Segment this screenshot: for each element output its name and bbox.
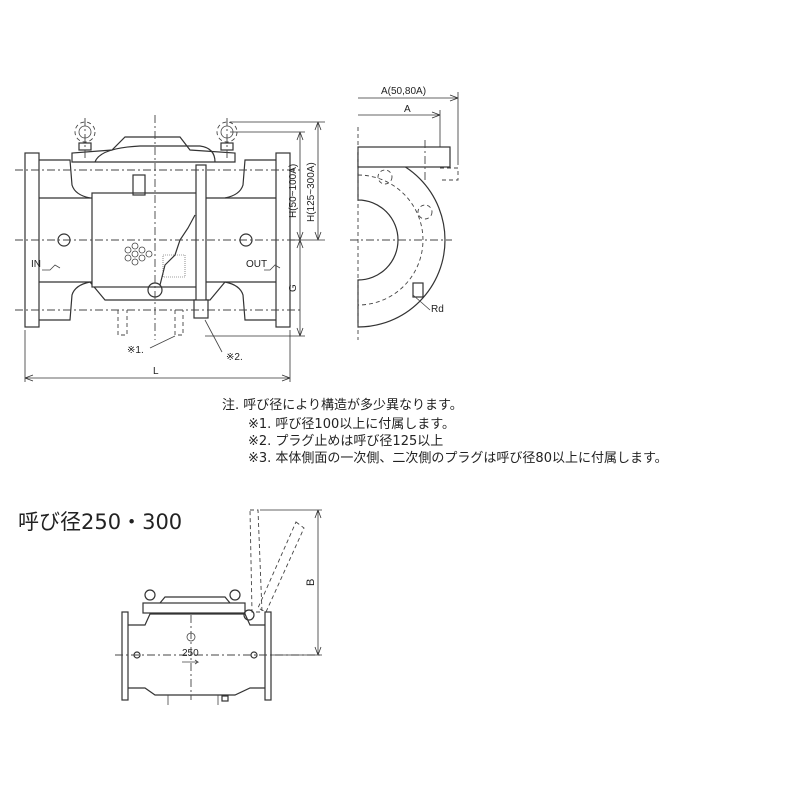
note-marker-1: ※1.: [127, 345, 144, 356]
cover-plate: [357, 146, 451, 168]
perforation-pattern: [124, 242, 153, 266]
width-label-small-sizes: A(50,80A): [381, 86, 426, 97]
note-item: ※2. プラグ止めは呼び径125以上: [248, 434, 444, 449]
plug-label: Rd: [431, 304, 444, 315]
side-view: Rd A(50,80A) A: [350, 86, 459, 340]
outlet-label: OUT: [246, 259, 267, 270]
inlet-label: IN: [31, 259, 41, 270]
g-label: G: [288, 284, 299, 292]
note-marker-2: ※2.: [226, 352, 243, 363]
length-label: L: [153, 366, 159, 377]
height-label-small: H(50~100A): [288, 164, 299, 218]
note-main: 注. 呼び径により構造が多少異なります。: [222, 398, 463, 413]
large-size-view: 250 B: [115, 509, 322, 705]
note-item: ※3. 本体側面の一次側、二次側のプラグは呼び径80以上に付属します。: [248, 451, 668, 466]
plug: [193, 299, 209, 319]
rd-plug: [412, 282, 424, 298]
width-label: A: [404, 104, 411, 115]
large-size-title: 呼び径250・300: [18, 510, 183, 534]
cover: [142, 602, 246, 614]
front-view: IN OUT ※1. ※2. L H(50~100A) H(125~300A) …: [15, 115, 325, 382]
height-label-large: H(125~300A): [306, 162, 317, 222]
height-label: B: [305, 579, 317, 586]
notes: 注. 呼び径により構造が多少異なります。 ※1. 呼び径100以上に付属します。…: [222, 396, 668, 468]
drain-pipe: [195, 164, 207, 306]
note-item: ※1. 呼び径100以上に付属します。: [248, 417, 455, 432]
